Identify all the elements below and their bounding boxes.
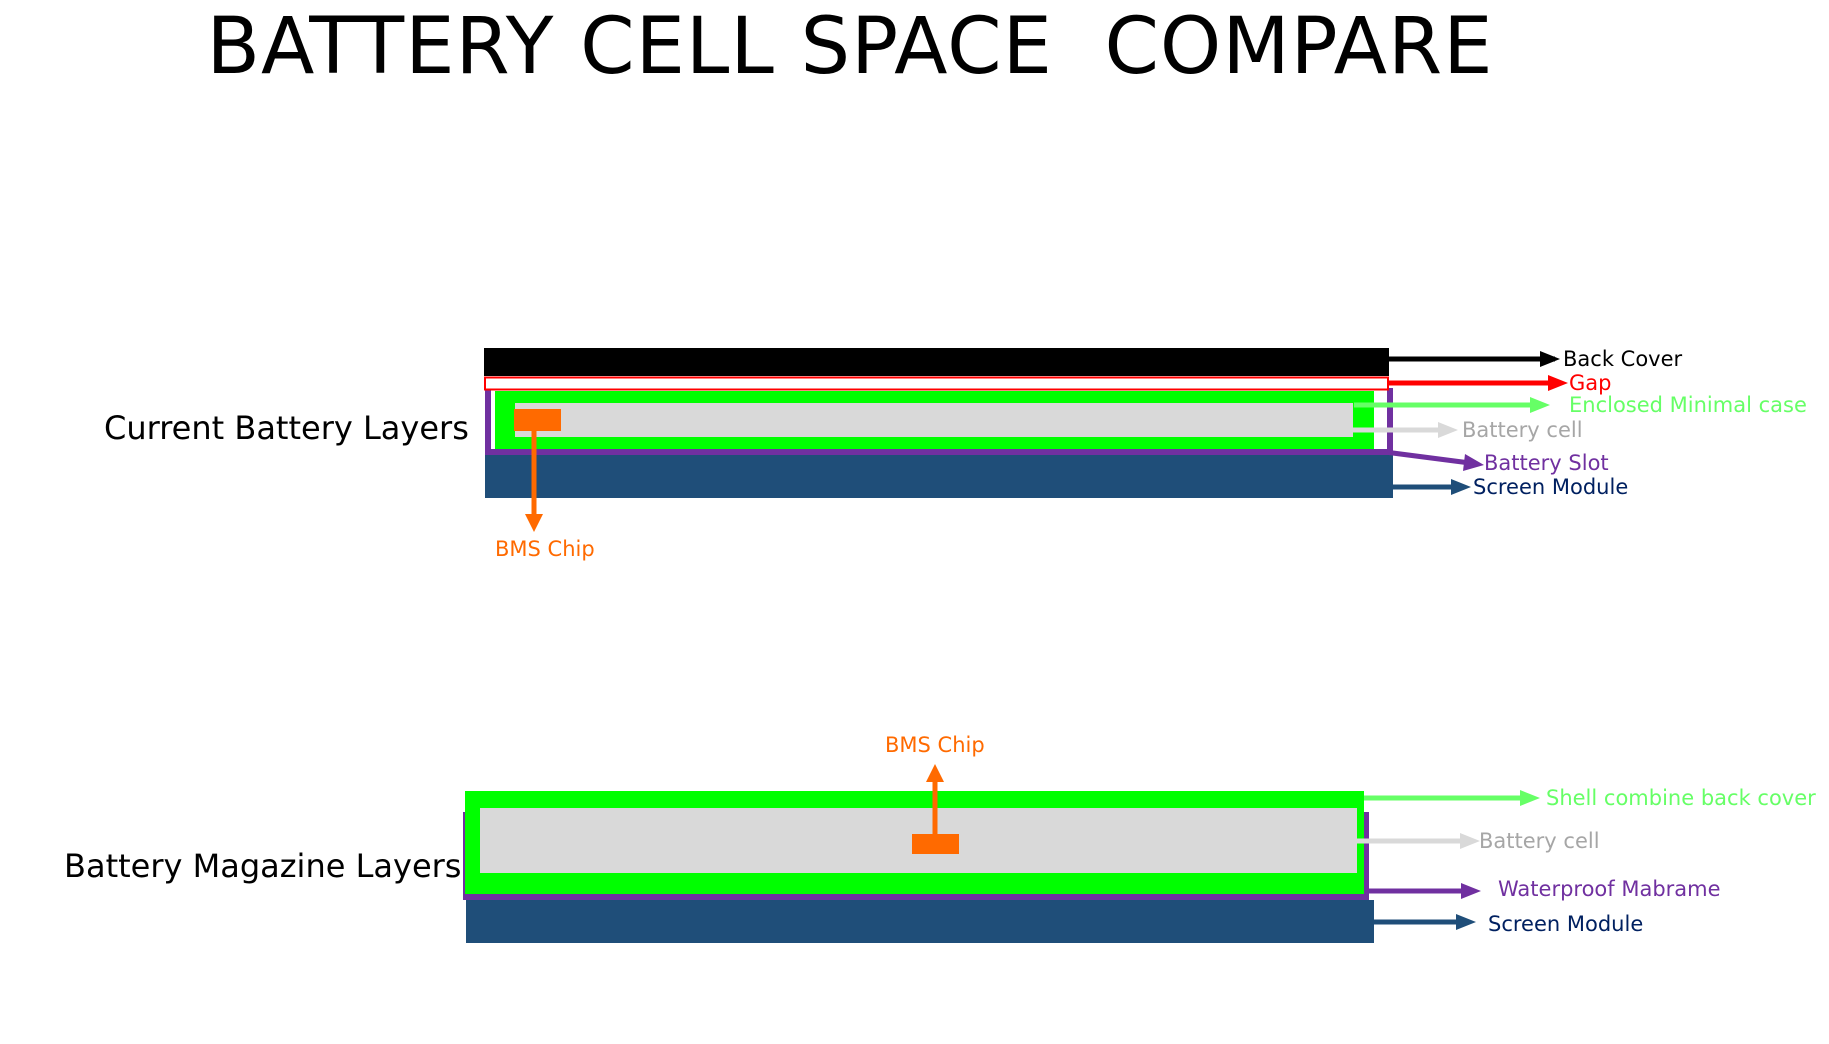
label-battery-cell: Battery cell <box>1462 418 1583 442</box>
magazine-bms-chip <box>912 834 959 854</box>
label-gap: Gap <box>1569 371 1612 395</box>
label-magazine-battery-cell: Battery cell <box>1479 829 1600 853</box>
label-magazine-screen-module: Screen Module <box>1488 912 1644 936</box>
arrow-battery-slot <box>1384 449 1471 466</box>
magazine-callout-arrows <box>926 764 1540 930</box>
current-gap <box>484 376 1389 391</box>
current-row-label: Current Battery Layers <box>104 409 469 447</box>
current-callout-arrows <box>525 351 1568 532</box>
slide-title: BATTERY CELL SPACE COMPARE <box>206 2 1494 92</box>
current-back-cover <box>484 348 1389 376</box>
current-bms-chip <box>514 409 561 431</box>
current-screen-module <box>485 455 1393 498</box>
label-bms-chip-current: BMS Chip <box>495 537 595 561</box>
magazine-row-label: Battery Magazine Layers <box>64 847 462 885</box>
label-back-cover: Back Cover <box>1563 347 1683 371</box>
label-bms-chip-magazine: BMS Chip <box>885 733 985 757</box>
magazine-screen-module <box>466 900 1374 943</box>
label-screen-module: Screen Module <box>1473 475 1629 499</box>
current-battery-cell <box>515 403 1353 437</box>
label-waterproof: Waterproof Mabrame <box>1498 877 1721 901</box>
label-enclosed-case: Enclosed Minimal case <box>1569 393 1807 417</box>
label-shell: Shell combine back cover <box>1546 786 1816 810</box>
battery-magazine-layers <box>463 791 1374 943</box>
current-battery-layers <box>484 348 1393 498</box>
label-battery-slot: Battery Slot <box>1484 451 1609 475</box>
